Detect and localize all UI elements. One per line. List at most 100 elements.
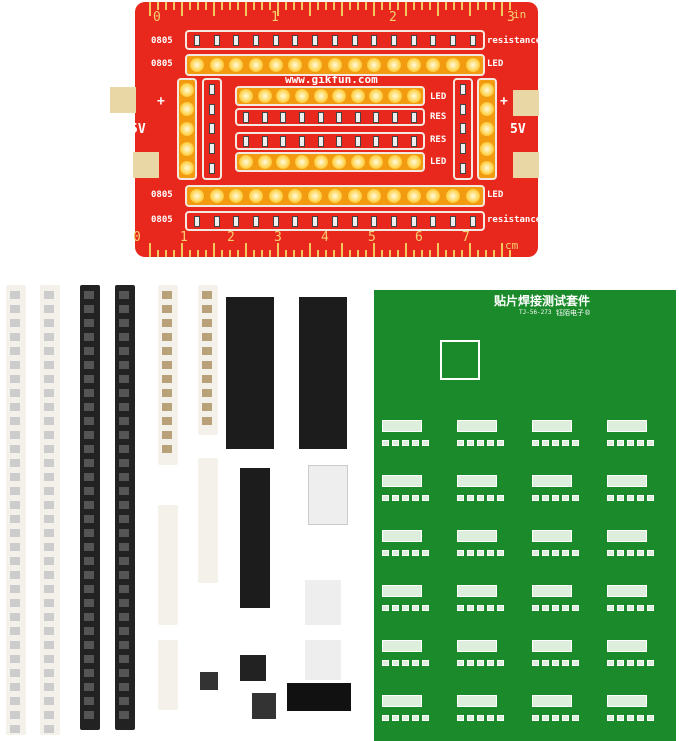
led bbox=[367, 58, 382, 72]
smd-pad bbox=[572, 605, 579, 611]
smd-pad bbox=[412, 660, 419, 666]
ruler-tick bbox=[269, 2, 271, 10]
transistor-pack bbox=[305, 640, 341, 680]
tape-pocket bbox=[84, 361, 94, 369]
ruler-tick bbox=[333, 250, 335, 257]
led-label: LED bbox=[430, 157, 447, 167]
ic-footprint bbox=[607, 530, 647, 542]
tape-pocket bbox=[10, 655, 20, 663]
tape-pocket bbox=[84, 333, 94, 341]
size-label: 0805 bbox=[151, 59, 173, 69]
resistor bbox=[213, 34, 220, 46]
ruler-tick bbox=[293, 250, 295, 257]
resistor bbox=[209, 84, 215, 96]
tape-pocket bbox=[84, 473, 94, 481]
tape-pocket bbox=[84, 417, 94, 425]
smd-pad bbox=[382, 605, 389, 611]
led bbox=[295, 89, 310, 103]
smd-pad bbox=[607, 660, 614, 666]
tape-pocket bbox=[10, 473, 20, 481]
tape-pocket bbox=[10, 487, 20, 495]
ruler-tick bbox=[277, 243, 279, 257]
ruler-tick bbox=[493, 250, 495, 257]
tape-pocket bbox=[202, 389, 212, 397]
ruler-tick bbox=[189, 250, 191, 257]
tape-pocket bbox=[84, 529, 94, 537]
resistor bbox=[469, 34, 476, 46]
smd-pad bbox=[627, 660, 634, 666]
tape-pocket bbox=[119, 389, 129, 397]
smd-pad bbox=[422, 605, 429, 611]
ruler-tick bbox=[429, 250, 431, 257]
tape-pocket bbox=[44, 627, 54, 635]
resistor bbox=[292, 34, 299, 46]
tape-pocket bbox=[119, 431, 129, 439]
tape-pocket bbox=[44, 487, 54, 495]
tape-pocket bbox=[44, 641, 54, 649]
component-tape-strip bbox=[198, 458, 218, 583]
tape-pocket bbox=[202, 305, 212, 313]
ruler-tick bbox=[477, 250, 479, 257]
tape-pocket bbox=[202, 347, 212, 355]
ruler-tick bbox=[405, 2, 407, 16]
tape-pocket bbox=[119, 319, 129, 327]
component-bag bbox=[287, 683, 351, 711]
smd-pad bbox=[607, 550, 614, 556]
tape-pocket bbox=[44, 459, 54, 467]
tape-pocket bbox=[44, 669, 54, 677]
ruler-tick bbox=[261, 250, 263, 257]
ruler-tick bbox=[469, 2, 471, 16]
led bbox=[239, 89, 254, 103]
tape-pocket bbox=[119, 599, 129, 607]
ruler-tick bbox=[301, 250, 303, 257]
tape-pocket bbox=[119, 627, 129, 635]
power-pad bbox=[513, 152, 539, 178]
smd-pad bbox=[487, 550, 494, 556]
power-pad bbox=[110, 87, 136, 113]
tape-pocket bbox=[84, 389, 94, 397]
pcb-brand: 钰陌电子® bbox=[556, 309, 591, 317]
tape-pocket bbox=[84, 543, 94, 551]
smd-pad bbox=[552, 495, 559, 501]
resistor bbox=[469, 215, 476, 227]
ruler-tick bbox=[389, 2, 391, 10]
regulator-chip bbox=[252, 693, 276, 719]
smd-pad bbox=[617, 605, 624, 611]
res-label: RES bbox=[430, 112, 447, 122]
smd-pad bbox=[562, 550, 569, 556]
resistor bbox=[354, 135, 361, 147]
ruler-tick bbox=[453, 2, 455, 10]
smd-pad bbox=[532, 495, 539, 501]
led bbox=[426, 58, 441, 72]
resistor bbox=[209, 162, 215, 174]
tape-pocket bbox=[44, 445, 54, 453]
smd-pad bbox=[647, 495, 654, 501]
smd-pad bbox=[412, 550, 419, 556]
tape-pocket bbox=[119, 487, 129, 495]
tape-pocket bbox=[84, 403, 94, 411]
led bbox=[180, 121, 194, 136]
ruler-tick bbox=[397, 2, 399, 10]
smd-pad bbox=[467, 550, 474, 556]
ruler-tick bbox=[165, 2, 167, 10]
ruler-tick bbox=[221, 250, 223, 257]
resistor bbox=[209, 103, 215, 115]
smd-pad bbox=[637, 440, 644, 446]
ruler-tick bbox=[397, 250, 399, 257]
resistor bbox=[317, 111, 324, 123]
ruler-tick bbox=[445, 250, 447, 257]
smd-pad bbox=[637, 715, 644, 721]
smd-pad bbox=[412, 715, 419, 721]
smd-pad bbox=[647, 605, 654, 611]
led bbox=[313, 89, 328, 103]
tape-pocket bbox=[10, 599, 20, 607]
led bbox=[332, 89, 347, 103]
size-label: 0805 bbox=[151, 215, 173, 225]
smd-pad bbox=[487, 605, 494, 611]
led bbox=[446, 189, 461, 203]
led bbox=[480, 82, 494, 97]
tape-pocket bbox=[44, 655, 54, 663]
ruler-tick bbox=[461, 250, 463, 257]
tape-pocket bbox=[162, 291, 172, 299]
ruler-tick bbox=[173, 250, 175, 257]
